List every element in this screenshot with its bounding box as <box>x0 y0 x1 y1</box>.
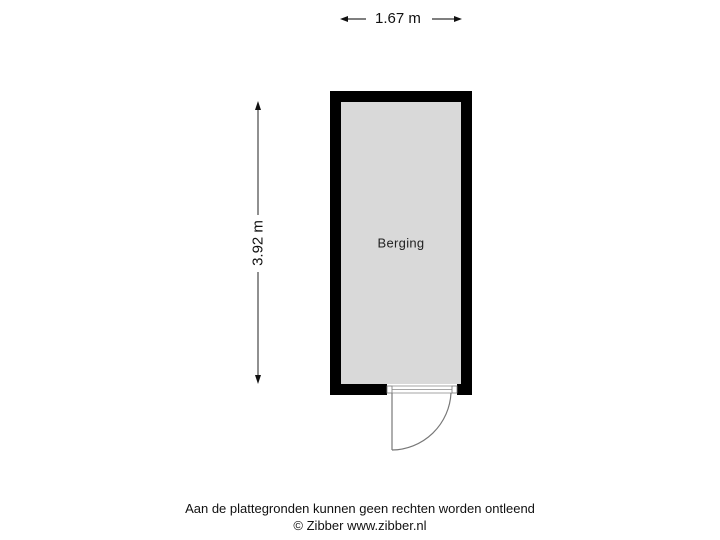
width-dimension-arrow <box>340 16 462 22</box>
walls <box>330 91 472 395</box>
door-threshold <box>386 385 458 394</box>
width-dimension-label: 1.67 m <box>371 11 425 26</box>
room-floor-berging <box>341 102 461 384</box>
footer-copyright: © Zibber www.zibber.nl <box>293 518 427 533</box>
footer-disclaimer: Aan de plattegronden kunnen geen rechten… <box>185 501 535 516</box>
room-label-berging: Berging <box>377 235 425 251</box>
height-dimension-arrow <box>255 101 261 384</box>
height-dimension-label: 3.92 m <box>250 216 267 270</box>
door-swing <box>391 392 452 451</box>
